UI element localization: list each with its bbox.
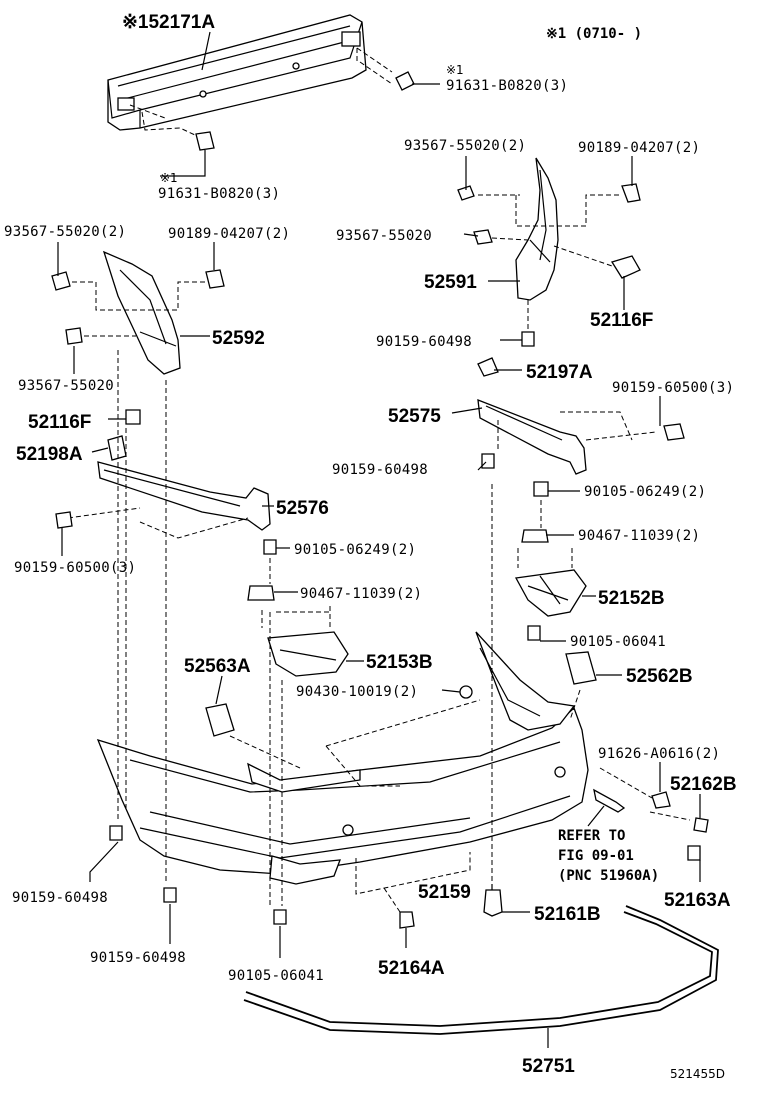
refer-to-line-1: REFER TO <box>558 828 625 844</box>
label-90105-06249-left: 90105-06249(2) <box>294 542 416 558</box>
side-bracket-52591-drawing <box>457 157 641 347</box>
bumper-reinforcement-drawing <box>107 14 415 151</box>
label-52563a: 52563A <box>184 656 251 677</box>
label-90159-60498-left-2: 90159-60498 <box>90 950 186 966</box>
retainer-52576-drawing <box>55 461 271 539</box>
label-90159-60498-right-2: 90159-60498 <box>332 462 428 478</box>
label-90159-60500-left: 90159-60500(3) <box>14 560 136 576</box>
label-90159-60498-left-1: 90159-60498 <box>12 890 108 906</box>
label-90105-06249-right: 90105-06249(2) <box>584 484 706 500</box>
label-90105-06041-left: 90105-06041 <box>228 968 324 984</box>
right-lower-parts-drawing <box>593 767 709 861</box>
label-91631-b0820-b: 91631-B0820(3) <box>158 186 280 202</box>
bottom-parts-drawing <box>109 825 719 1035</box>
label-52116f-right: 52116F <box>590 310 653 331</box>
label-90159-60498-right-1: 90159-60498 <box>376 334 472 350</box>
label-52159: 52159 <box>418 882 471 903</box>
label-52152b: 52152B <box>598 588 665 609</box>
alignment-lines <box>117 350 493 906</box>
label-52161b: 52161B <box>534 904 601 925</box>
label-52751: 52751 <box>522 1056 575 1077</box>
label-93567-55020-right-mid: 93567-55020 <box>336 228 432 244</box>
leader-lines <box>57 31 701 1048</box>
label-52164a: 52164A <box>378 958 445 979</box>
label-52575: 52575 <box>388 406 441 427</box>
label-90159-60500-right: 90159-60500(3) <box>612 380 734 396</box>
label-90105-06041-right: 90105-06041 <box>570 634 666 650</box>
label-90189-04207-right: 90189-04207(2) <box>578 140 700 156</box>
label-52591: 52591 <box>424 272 477 293</box>
label-152171a: ※152171A <box>122 12 215 33</box>
label-93567-55020-left-low: 93567-55020 <box>18 378 114 394</box>
note-mark-91631-a: ※1 <box>446 63 464 77</box>
label-90189-04207-left: 90189-04207(2) <box>168 226 290 242</box>
left-fastener-stack-drawing <box>247 539 349 677</box>
label-91626-a0616: 91626-A0616(2) <box>598 746 720 762</box>
label-52153b: 52153B <box>366 652 433 673</box>
bumper-cover-drawing <box>96 631 589 895</box>
label-52162b: 52162B <box>670 774 737 795</box>
refer-to-line-3: (PNC 51960A) <box>558 868 659 884</box>
side-bracket-52592-drawing <box>51 250 225 375</box>
label-90430-10019: 90430-10019(2) <box>296 684 418 700</box>
refer-to-line-2: FIG 09-01 <box>558 848 634 864</box>
label-52197a: 52197A <box>526 362 593 383</box>
right-fastener-stack-drawing <box>514 481 587 641</box>
label-52576: 52576 <box>276 498 329 519</box>
label-90467-11039-left: 90467-11039(2) <box>300 586 422 602</box>
label-93567-55020-right-top: 93567-55020(2) <box>404 138 526 154</box>
label-52592: 52592 <box>212 328 265 349</box>
label-52163a: 52163A <box>664 890 731 911</box>
label-52198a: 52198A <box>16 444 83 465</box>
label-90467-11039-right: 90467-11039(2) <box>578 528 700 544</box>
spacers-drawing <box>205 651 597 769</box>
label-52562b: 52562B <box>626 666 693 687</box>
note-mark-91631-b: ※1 <box>160 171 178 185</box>
label-52116f-left: 52116F <box>28 412 91 433</box>
left-clips-drawing <box>107 409 141 461</box>
note-header: ※1 (0710- ) <box>546 26 642 42</box>
retainer-52575-drawing <box>477 357 685 475</box>
figure-code: 521455D <box>670 1067 725 1081</box>
label-91631-b0820-a: 91631-B0820(3) <box>446 78 568 94</box>
label-93567-55020-left-top: 93567-55020(2) <box>4 224 126 240</box>
